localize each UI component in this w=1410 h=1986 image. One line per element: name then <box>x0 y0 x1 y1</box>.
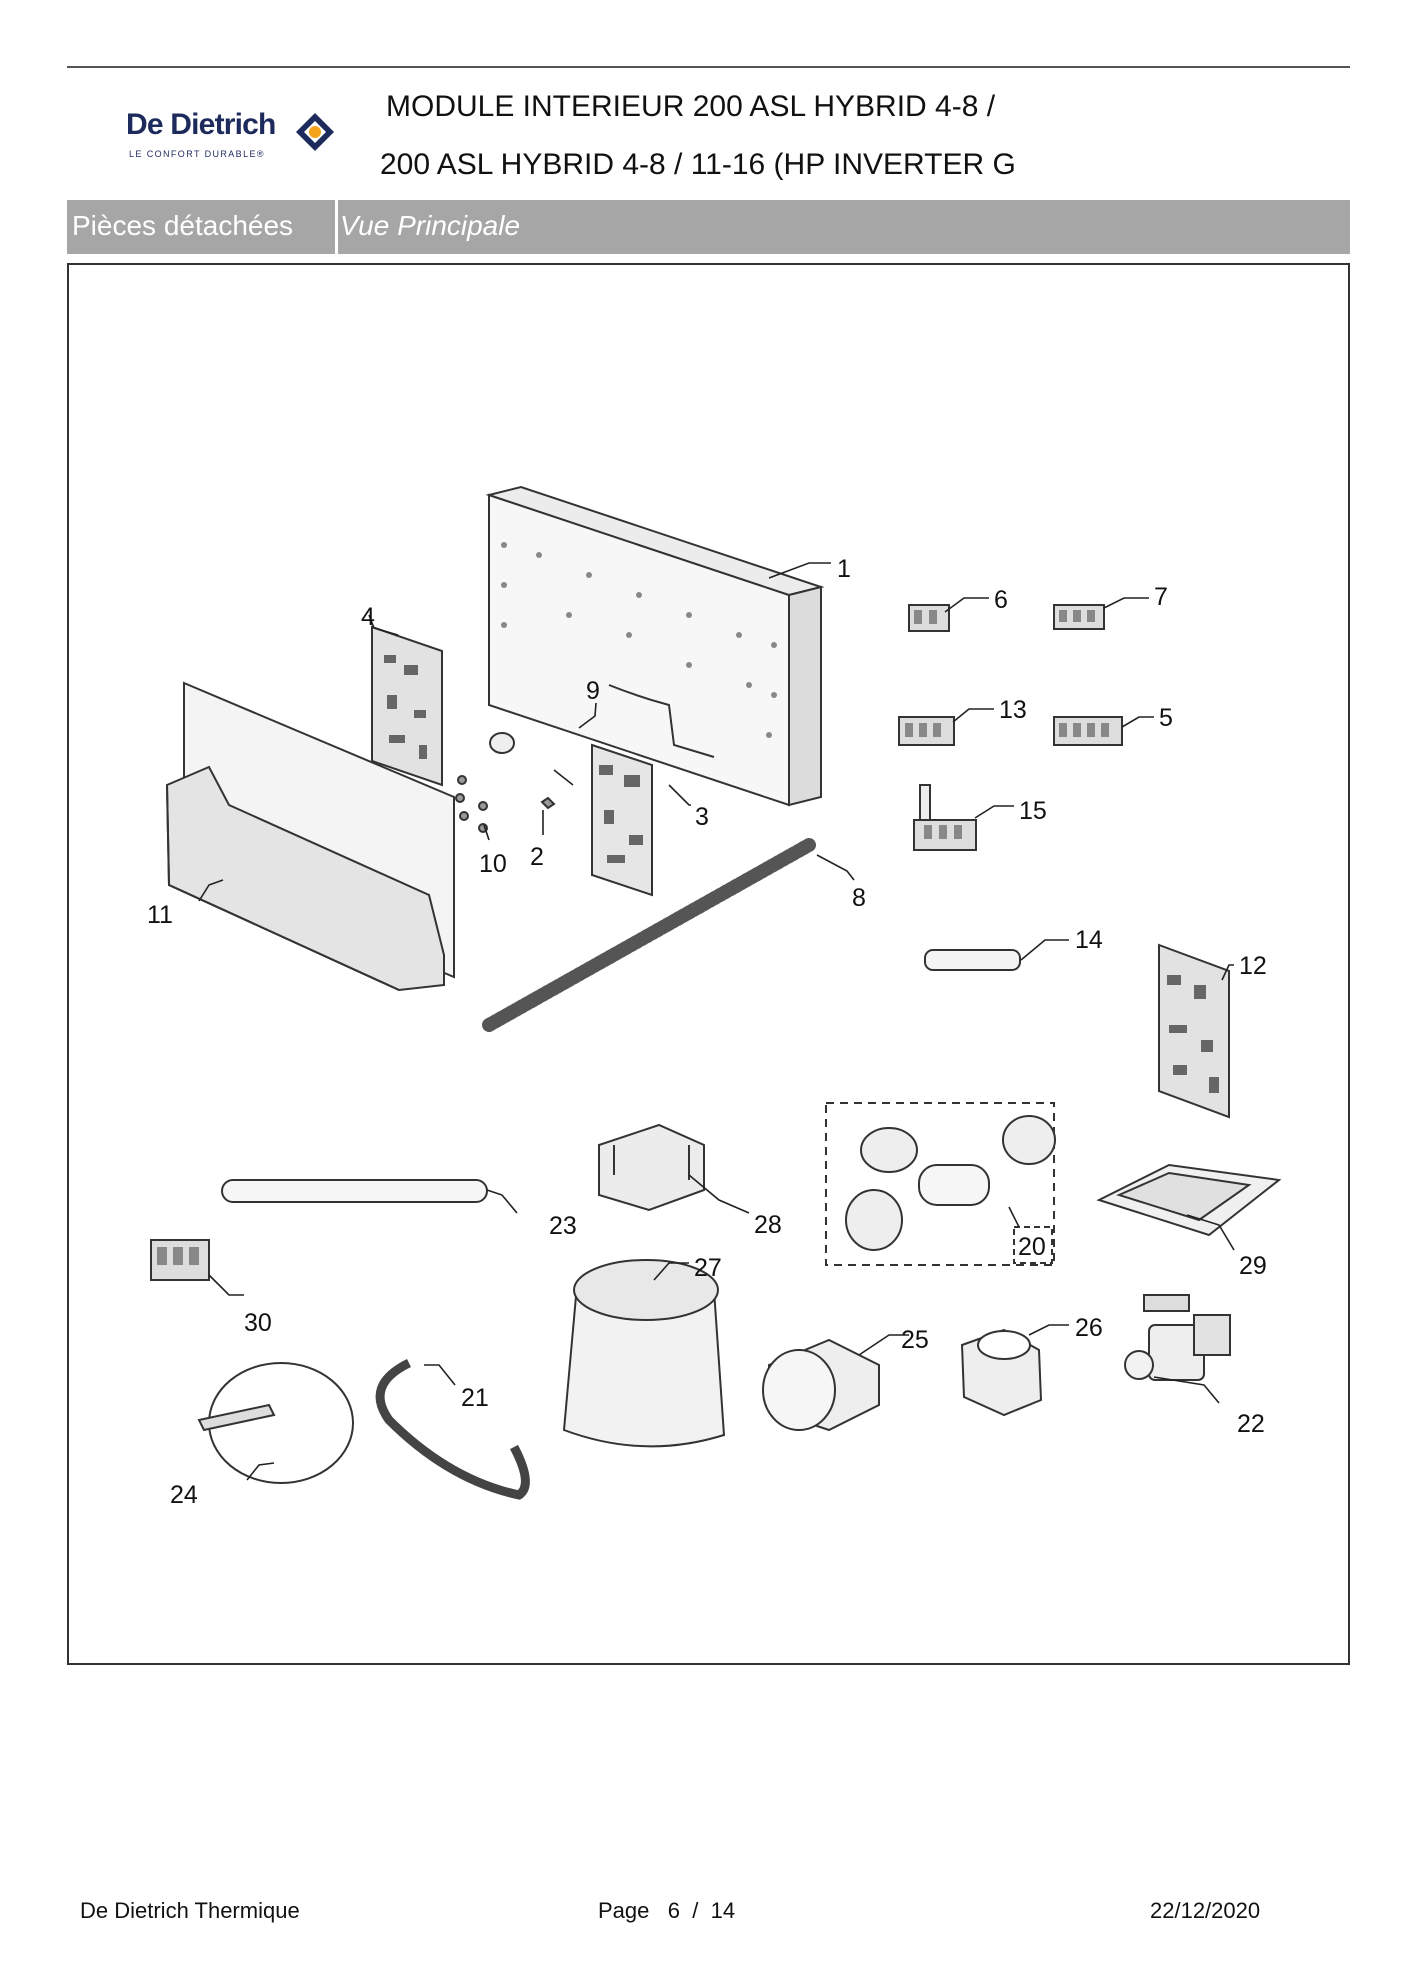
part-label-30: 30 <box>244 1309 272 1337</box>
part-label-23: 23 <box>549 1212 577 1240</box>
section-category: Pièces détachées <box>72 210 294 241</box>
cable-tie-part <box>197 1362 354 1484</box>
part-label-25: 25 <box>901 1326 929 1354</box>
label-20-box <box>1013 1226 1053 1264</box>
sachet-part <box>1096 1163 1282 1237</box>
main-pcb-part <box>1158 943 1230 1119</box>
nut-part <box>960 1328 1043 1417</box>
document-title-line-2: 200 ASL HYBRID 4-8 / 11-16 (HP INVERTER … <box>380 148 1016 181</box>
part-label-10: 10 <box>479 850 507 878</box>
bracket-part <box>598 1123 705 1212</box>
part-label-13: 13 <box>999 696 1027 724</box>
document-title-line-1: MODULE INTERIEUR 200 ASL HYBRID 4-8 / <box>386 90 996 123</box>
part-label-20: 20 <box>1018 1233 1046 1261</box>
cap-part <box>562 1259 726 1448</box>
connector-7-part <box>1053 604 1105 630</box>
part-number-labels: 1 2 3 4 5 6 7 8 9 10 11 12 13 14 15 20 2… <box>147 555 1267 1509</box>
screws-part <box>455 775 556 833</box>
page-total: 14 <box>710 1898 736 1923</box>
part-label-21: 21 <box>461 1384 489 1412</box>
footer-pagination: Page 6 / 14 <box>598 1898 735 1924</box>
part-label-2: 2 <box>530 843 544 871</box>
connector-15-part <box>913 784 977 851</box>
part-label-15: 15 <box>1019 797 1047 825</box>
page-current: 6 <box>667 1898 680 1923</box>
part-label-29: 29 <box>1239 1252 1267 1280</box>
part-label-24: 24 <box>170 1481 198 1509</box>
grommet-part <box>489 732 515 754</box>
part-label-9: 9 <box>586 677 600 705</box>
footer-company: De Dietrich Thermique <box>80 1898 300 1923</box>
section-separator <box>335 200 338 254</box>
part-label-5: 5 <box>1159 704 1173 732</box>
brand-name: De Dietrich <box>126 108 276 141</box>
diagram-frame: 1 2 3 4 5 6 7 8 9 10 11 12 13 14 15 20 2… <box>67 263 1350 1665</box>
header-rule <box>67 66 1350 68</box>
brand-logo: De Dietrich LE CONFORT DURABLE® <box>126 108 340 164</box>
part-label-6: 6 <box>994 586 1008 614</box>
part-label-3: 3 <box>695 803 709 831</box>
footer-date: 22/12/2020 <box>1150 1898 1261 1923</box>
brand-tagline: LE CONFORT DURABLE® <box>129 149 265 159</box>
sleeve-part <box>221 1179 488 1203</box>
connector-5-part <box>1053 716 1123 746</box>
part-label-26: 26 <box>1075 1314 1103 1342</box>
panel-part <box>485 485 825 807</box>
diamond-logo-icon <box>296 113 334 151</box>
part-label-27: 27 <box>694 1254 722 1282</box>
section-view: Vue Principale <box>340 210 521 241</box>
connector-6-part <box>908 604 950 632</box>
fitting-25-part <box>762 1338 880 1432</box>
part-label-7: 7 <box>1154 583 1168 611</box>
part-label-28: 28 <box>754 1211 782 1239</box>
part-label-1: 1 <box>837 555 851 583</box>
fittings-part <box>845 1115 1056 1251</box>
valve-part <box>1124 1294 1231 1381</box>
pcb-board-part <box>371 625 443 787</box>
hose-part <box>375 1358 530 1500</box>
part-label-4: 4 <box>361 603 375 631</box>
flexible-tube-part <box>482 838 816 1032</box>
section-bar: Pièces détachées Vue Principale <box>67 200 1350 254</box>
front-cover-part <box>165 681 455 992</box>
connector-13-part <box>898 716 955 746</box>
page-label: Page <box>598 1898 650 1923</box>
fittings-group-box <box>825 1102 1055 1266</box>
part-label-22: 22 <box>1237 1410 1265 1438</box>
control-board-part <box>591 743 653 897</box>
part-label-12: 12 <box>1239 952 1267 980</box>
page-separator: / <box>692 1898 699 1923</box>
part-label-11: 11 <box>147 901 173 929</box>
connector-30-part <box>150 1239 210 1281</box>
part-label-8: 8 <box>852 884 866 912</box>
exploded-parts-diagram: 1 2 3 4 5 6 7 8 9 10 11 12 13 14 15 20 2… <box>147 485 1282 1509</box>
fuse-part <box>924 949 1021 971</box>
part-label-14: 14 <box>1075 926 1103 954</box>
leader-lines <box>198 562 1235 1481</box>
